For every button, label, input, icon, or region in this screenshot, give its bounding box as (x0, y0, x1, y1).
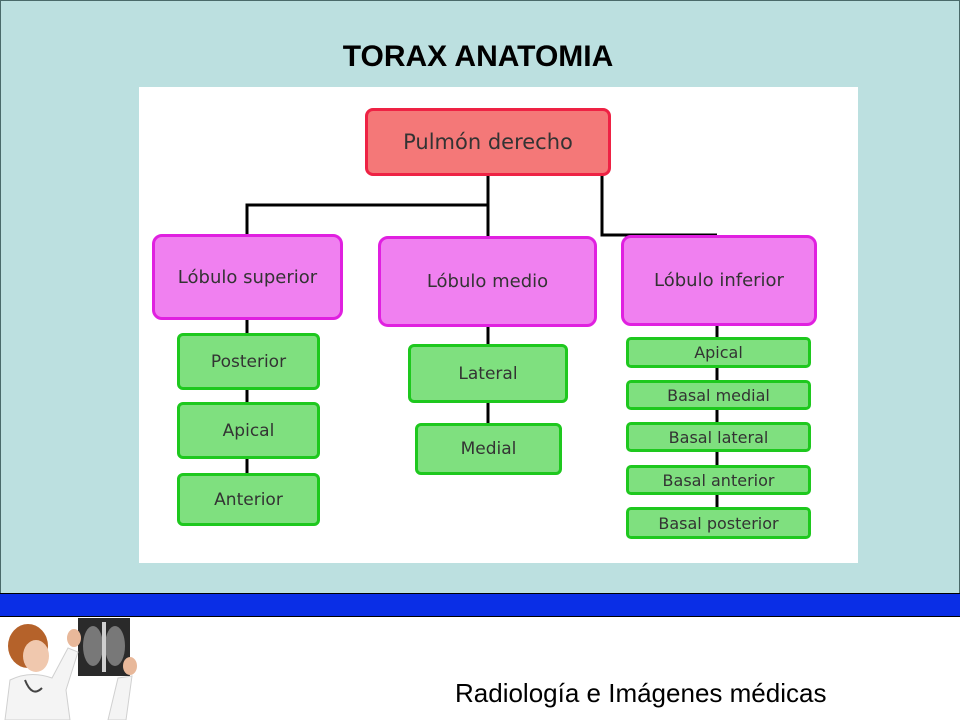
diagram-panel: Pulmón derecho Lóbulo superior Lóbulo me… (139, 87, 858, 563)
footer-bar (0, 593, 960, 617)
node-lobe-superior: Lóbulo superior (152, 234, 343, 320)
segment-label: Apical (694, 343, 743, 362)
node-segment-inferior-1: Apical (626, 337, 811, 368)
segment-label: Medial (460, 439, 517, 459)
doctor-xray-photo (0, 618, 155, 720)
segment-label: Basal lateral (668, 427, 769, 447)
node-segment-inferior-4: Basal anterior (626, 465, 811, 495)
diagram-connectors (245, 175, 719, 508)
node-segment-medio-1: Lateral (408, 344, 568, 403)
footer-text: Radiología e Imágenes médicas (455, 678, 826, 709)
footer-text-label: Radiología e Imágenes médicas (455, 678, 827, 708)
connector-root-superior (245, 175, 490, 235)
segment-label: Lateral (458, 363, 518, 384)
node-segment-inferior-3: Basal lateral (626, 422, 811, 452)
node-lobe-superior-label: Lóbulo superior (177, 266, 318, 288)
node-segment-inferior-5: Basal posterior (626, 507, 811, 539)
segment-label: Basal medial (667, 385, 770, 405)
slide-title-text: TORAX ANATOMIA (342, 40, 614, 73)
segment-label: Apical (222, 420, 275, 441)
node-lobe-medio: Lóbulo medio (378, 236, 597, 327)
node-segment-medio-2: Medial (415, 423, 562, 475)
node-root: Pulmón derecho (365, 108, 611, 176)
node-lobe-medio-label: Lóbulo medio (426, 271, 549, 292)
segment-label: Anterior (214, 489, 283, 510)
segment-label: Basal anterior (662, 470, 775, 490)
slide-title: TORAX ANATOMIA (0, 40, 960, 74)
connector-root-inferior (600, 175, 717, 237)
node-segment-superior-2: Apical (177, 402, 320, 459)
node-segment-superior-3: Anterior (177, 473, 320, 526)
node-root-label: Pulmón derecho (403, 130, 573, 154)
node-lobe-inferior-label: Lóbulo inferior (654, 270, 784, 291)
segment-label: Posterior (210, 351, 287, 372)
node-segment-inferior-2: Basal medial (626, 380, 811, 410)
node-segment-superior-1: Posterior (177, 333, 320, 390)
segment-label: Basal posterior (658, 513, 779, 533)
node-lobe-inferior: Lóbulo inferior (621, 235, 817, 326)
